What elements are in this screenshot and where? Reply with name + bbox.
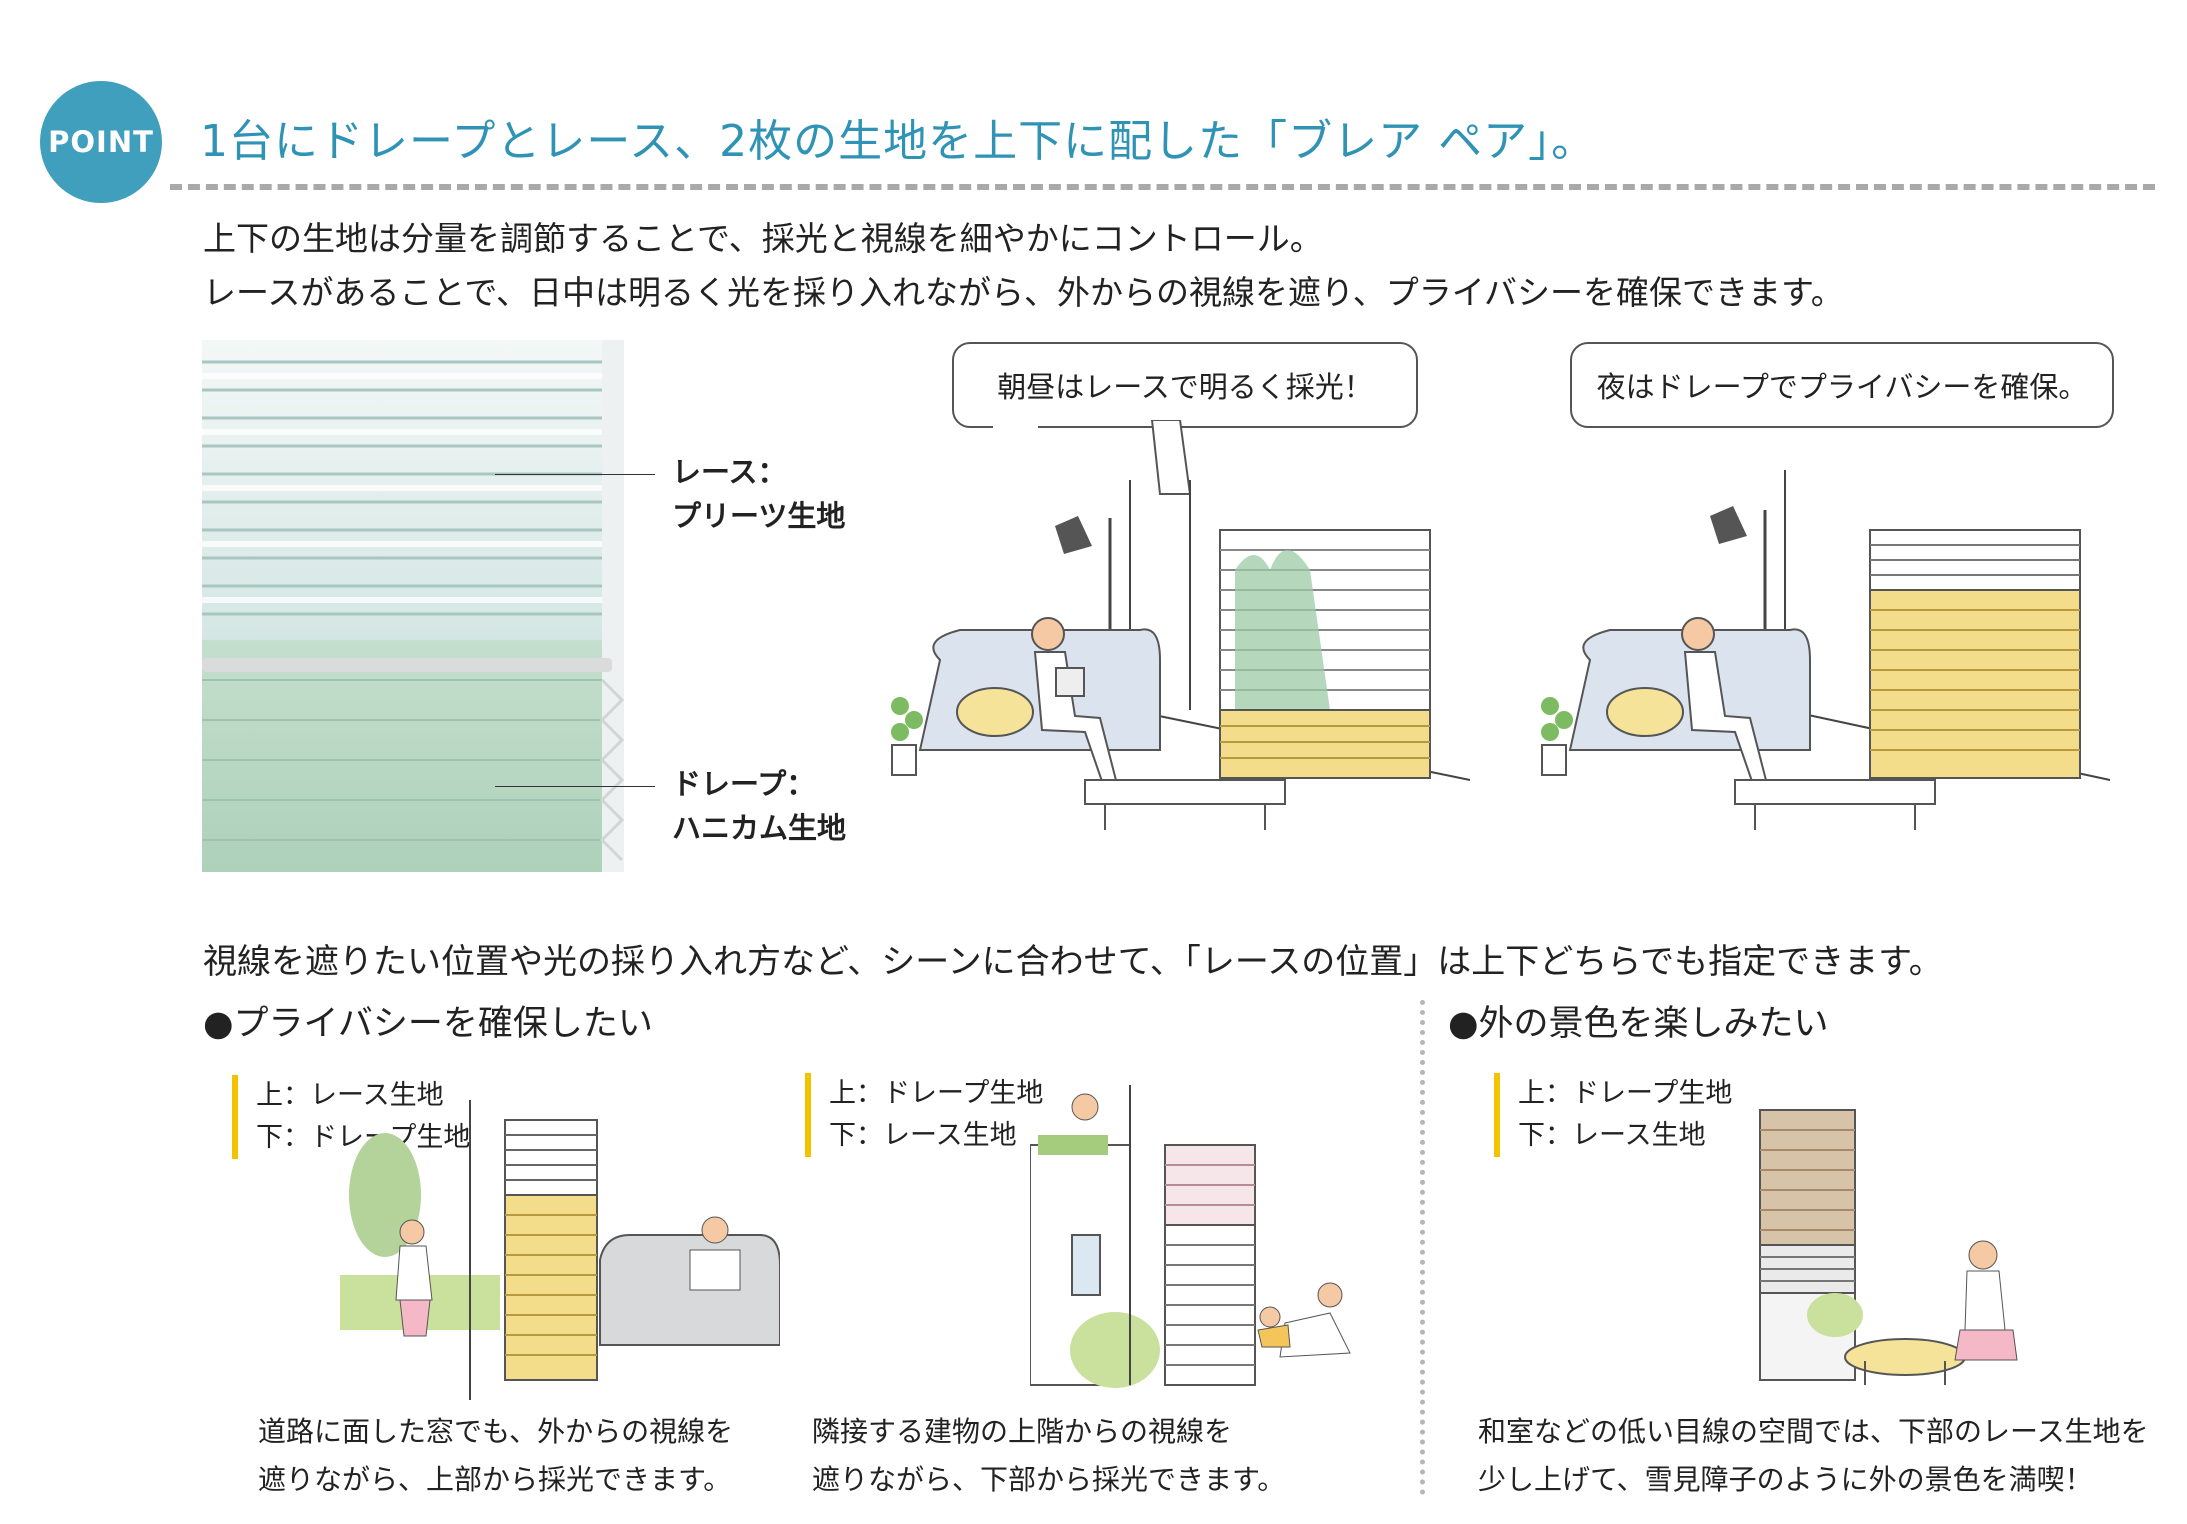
lace-label-1: レース： xyxy=(672,455,787,489)
example3-caption-1: 和室などの低い目線の空間では、下部のレース生地を xyxy=(1478,1415,2149,1448)
headline: 1台にドレープとレース、2枚の生地を上下に配した「ブレア ペア」。 xyxy=(200,116,1597,167)
point-badge: POINT xyxy=(40,81,162,203)
example3-top-tag: 上：ドレープ生地 xyxy=(1518,1078,1733,1109)
example2-tags: 上：ドレープ生地 下：レース生地 xyxy=(805,1073,1043,1157)
example2-caption-2: 遮りながら、下部から採光できます。 xyxy=(812,1463,1286,1496)
example1-caption-2: 遮りながら、上部から採光できます。 xyxy=(258,1463,732,1496)
night-room-illustration xyxy=(1541,470,2111,830)
lace-leader-line xyxy=(495,474,655,475)
example3-caption-2: 少し上げて、雪見障子のように外の景色を満喫！ xyxy=(1478,1463,2093,1496)
example3-illustration xyxy=(1759,1109,2018,1385)
example1-caption-1: 道路に面した窓でも、外からの視線を xyxy=(258,1415,734,1448)
night-speech-bubble: 夜はドレープでプライバシーを確保。 xyxy=(1570,342,2114,428)
example2-bottom-tag: 下：レース生地 xyxy=(829,1120,1017,1151)
dashed-divider xyxy=(170,184,2155,190)
intro-line-2: レースがあることで、日中は明るく光を採り入れながら、外からの視線を遮り、プライバ… xyxy=(203,273,1844,312)
example3-tags: 上：ドレープ生地 下：レース生地 xyxy=(1494,1073,1732,1157)
example2-illustration xyxy=(1030,1085,1351,1388)
day-speech-bubble: 朝昼はレースで明るく採光！ xyxy=(952,342,1418,428)
privacy-heading: ●プライバシーを確保したい xyxy=(203,1004,653,1044)
fabric-photo xyxy=(202,340,624,872)
lace-label-2: プリーツ生地 xyxy=(672,499,846,533)
example1-illustration xyxy=(340,1100,780,1400)
view-heading: ●外の景色を楽しみたい xyxy=(1448,1004,1829,1044)
day-room-illustration xyxy=(891,420,1471,830)
example1-top-tag: 上：レース生地 xyxy=(256,1080,444,1111)
drape-leader-line xyxy=(495,786,655,787)
scenes-lead: 視線を遮りたい位置や光の採り入れ方など、シーンに合わせて、「レースの位置」は上下… xyxy=(203,942,1943,982)
section-divider xyxy=(1420,1000,1425,1495)
example2-top-tag: 上：ドレープ生地 xyxy=(829,1078,1044,1109)
example3-bottom-tag: 下：レース生地 xyxy=(1518,1120,1706,1151)
example2-caption-1: 隣接する建物の上階からの視線を xyxy=(812,1415,1233,1448)
drape-label-1: ドレープ： xyxy=(672,767,816,801)
drape-label-2: ハニカム生地 xyxy=(672,811,847,845)
intro-line-1: 上下の生地は分量を調節することで、採光と視線を細やかにコントロール。 xyxy=(203,219,1323,258)
